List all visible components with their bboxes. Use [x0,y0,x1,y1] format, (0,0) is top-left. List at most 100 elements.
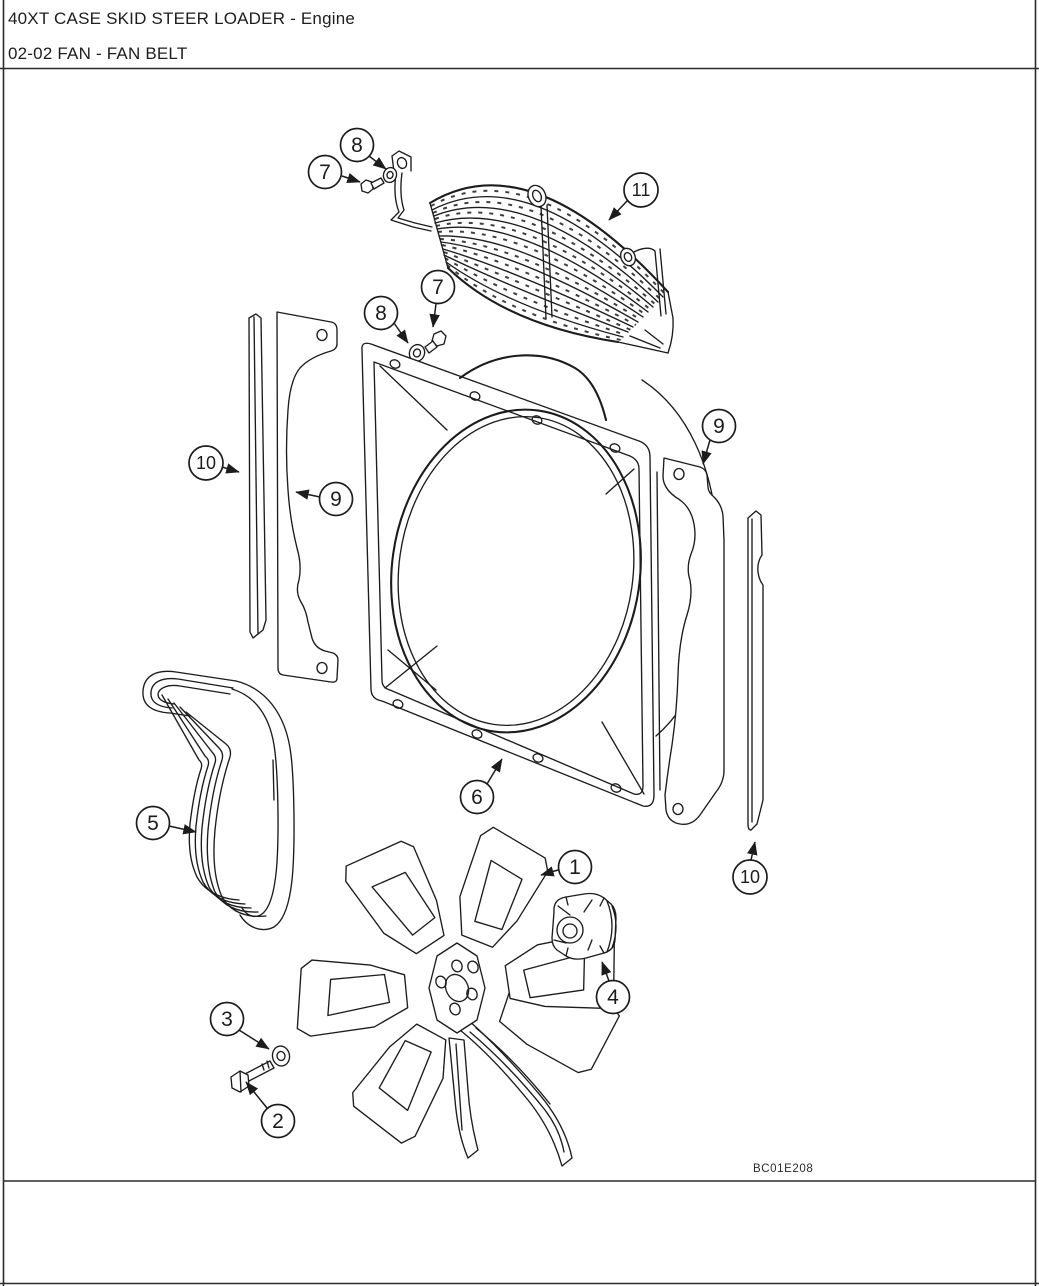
gasket-hole-top [673,467,685,481]
bolt-shaft [370,177,385,190]
callout-7-upper: 7 [307,154,361,190]
hub-hole [467,960,479,974]
bolt-shaft [424,340,438,354]
fan-belt [142,670,295,931]
hub-hole [466,987,478,1001]
fan-blade-edge-on [448,1037,479,1159]
gasket-left [276,311,339,683]
gasket-hole-bottom [672,802,684,816]
callout-circle [732,859,768,895]
bolt-hole [471,729,483,739]
spacer-lug-lines [565,896,605,957]
guard-slat [443,254,629,333]
callout-arrow [747,841,758,861]
callout-label: 8 [351,134,363,157]
belt-fold-mid [150,677,234,709]
callout-circle [339,127,375,163]
guard-foot-edge [617,341,669,354]
hub-hole [451,959,463,973]
callout-6: 6 [459,758,503,815]
callout-arrow [238,1029,270,1050]
spacer-slots [553,899,593,951]
guard-foot-lines [629,329,664,349]
callout-label: 11 [632,180,651,200]
guard-mount-bracket [390,150,433,232]
callout-arrow [429,303,440,328]
guard-center-strap [527,184,553,319]
bolt-hole [531,415,543,425]
callout-arrow [245,1081,268,1109]
callout-circle [307,154,343,190]
gasket-hole-top [316,328,328,342]
callout-circle [459,779,495,815]
spacer-depth-lines [606,900,617,953]
belt-back-inner [231,688,279,918]
callout-label: 7 [319,161,331,184]
strap-bar [633,247,667,317]
callout-arrow [393,322,409,344]
callout-label: 9 [330,488,342,511]
guard-slat [440,241,639,323]
callout-circle [135,805,171,841]
bolt-hole [469,391,481,401]
blade-outline [352,1023,447,1144]
callout-label: 5 [147,812,159,835]
strip-edge-line [253,316,259,635]
callout-circle [209,1001,245,1037]
callout-9-left: 9 [295,481,354,517]
fan-hub [428,942,486,1034]
callout-label: 10 [196,453,216,473]
gasket-outline [276,311,339,683]
strip-outline [747,510,764,831]
callout-circle [363,295,399,331]
shroud-opening-outer [390,408,642,734]
callout-label: 3 [221,1008,233,1031]
bolt-hole [389,359,401,369]
strap-bar [540,204,553,319]
callout-10-right: 10 [732,841,768,895]
belt-rib [167,698,246,905]
blade-outline [459,826,549,948]
fan-blade [296,959,409,1037]
bracket-strap-inner [397,172,433,228]
callout-7-lower: 7 [420,269,456,328]
blade-window [327,973,391,1017]
gasket-outline [662,457,725,825]
blade-window [371,871,436,936]
strap-ring-hole [531,189,543,203]
shroud-crease-tr [605,468,635,495]
spacer-body [551,892,617,960]
shroud-right-fold [656,471,661,791]
fan-shroud [361,342,719,807]
guard-bolt-lower [408,330,447,363]
callout-label: 8 [375,302,387,325]
guard-hatch [444,257,627,336]
callout-5: 5 [135,805,197,841]
guard-hatch [437,230,647,316]
callout-arrow [295,489,321,500]
fan-blade [352,1023,447,1144]
callout-arrow [341,172,361,183]
bracket-hook [391,150,412,173]
guard-right-edge [667,291,674,354]
guard-left-edge [429,202,449,269]
bolt-hole [609,443,621,453]
callout-arrow [368,155,387,170]
hub-center-hole [444,973,470,1003]
blade-window [523,953,586,999]
bracket-hole [396,156,408,170]
belt-fold-outer [142,670,237,717]
callout-8-lower: 8 [363,295,409,344]
seal-strip-right [747,510,764,831]
fan-spacer [551,892,617,960]
blade-outline [448,1037,479,1159]
callout-3: 3 [209,1001,270,1050]
washer-hole [412,348,422,358]
callout-arrow [601,961,612,982]
bolt-head-facet [239,1070,242,1093]
guard-hatch [434,211,657,306]
washer-hole [386,170,394,180]
hub-plate [428,942,486,1034]
